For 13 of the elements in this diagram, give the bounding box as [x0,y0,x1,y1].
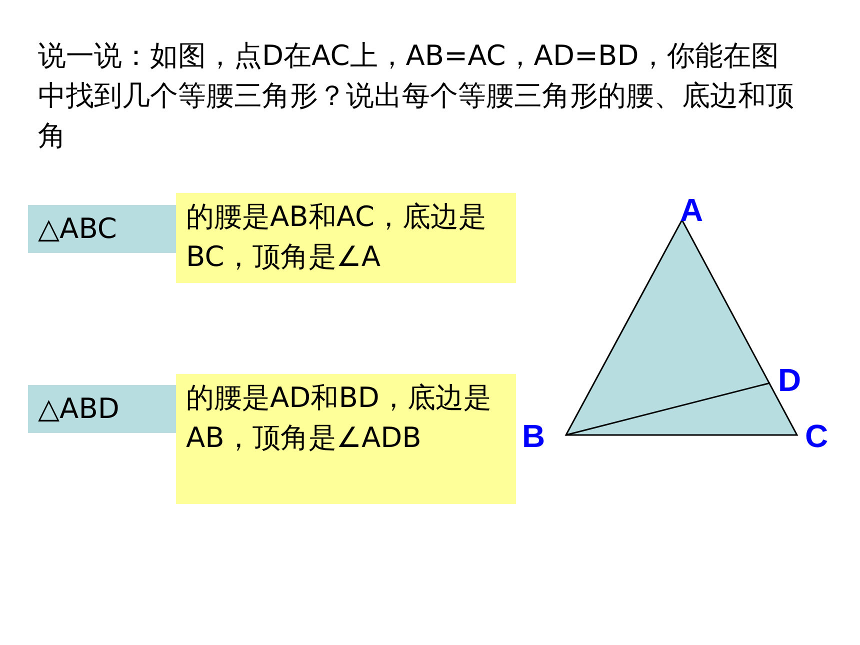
triangle-name-box [28,205,176,253]
triangle-name-box [28,385,176,433]
answer-box [176,193,516,283]
answer-text: 的腰是AB和AC，底边是BC，顶角是∠A [186,200,487,273]
point-label: A [680,192,704,229]
triangle-name: △ABC [38,212,117,245]
point-label: B [522,418,546,455]
point-label: D [778,362,802,399]
triangle-name: △ABD [38,392,120,425]
answer-text: 的腰是AD和BD，底边是AB，顶角是∠ADB [186,381,492,454]
point-label: C [805,418,828,455]
answer-box [176,374,516,504]
question-text: 说一说：如图，点D在AC上，AB=AC，AD=BD，你能在图中找到几个等腰三角形？说出每个等腰三角形的腰、底边和顶角 [38,38,795,154]
